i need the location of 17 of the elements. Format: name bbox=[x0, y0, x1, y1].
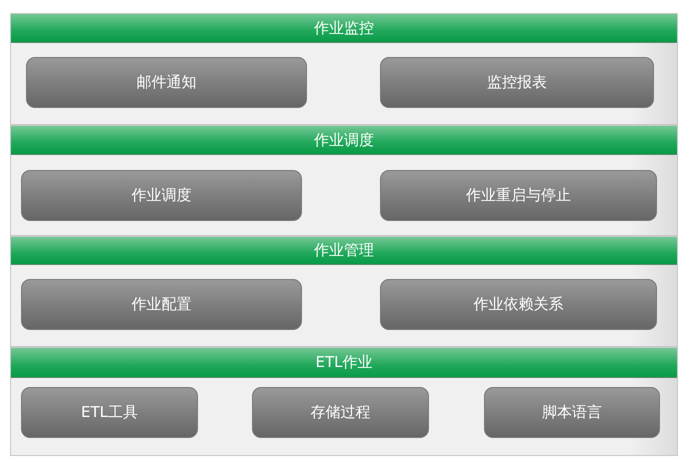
layer-panel bbox=[10, 125, 678, 236]
layer-header: ETL作业 bbox=[11, 348, 677, 378]
module-box: 邮件通知 bbox=[26, 57, 307, 108]
layer-header: 作业监控 bbox=[11, 14, 677, 43]
module-box: 作业依赖关系 bbox=[380, 279, 657, 330]
layer-panel bbox=[10, 13, 678, 125]
module-box: 作业配置 bbox=[21, 279, 302, 330]
module-box: 存储过程 bbox=[252, 387, 429, 438]
module-box: 脚本语言 bbox=[484, 387, 660, 438]
layer-header: 作业管理 bbox=[11, 237, 677, 265]
module-box: ETL工具 bbox=[21, 387, 198, 438]
module-box: 作业重启与停止 bbox=[380, 170, 657, 221]
layer-header: 作业调度 bbox=[11, 126, 677, 155]
layer-panel bbox=[10, 347, 678, 456]
module-box: 监控报表 bbox=[380, 57, 654, 108]
layer-panel bbox=[10, 236, 678, 347]
module-box: 作业调度 bbox=[21, 170, 302, 221]
